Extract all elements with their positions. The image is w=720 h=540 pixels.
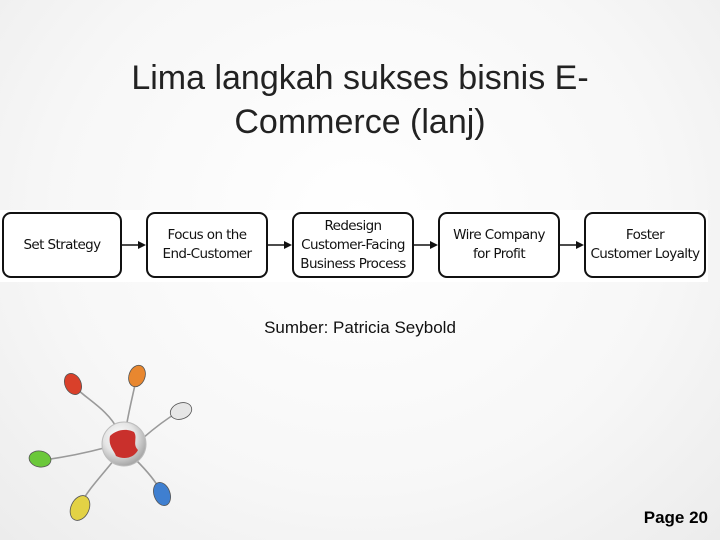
arrow-right-icon	[560, 241, 584, 249]
step-label: Wire Company	[453, 227, 545, 243]
step-label: Focus on the	[167, 227, 248, 243]
step-label: Set Strategy	[23, 236, 101, 253]
slide-title-line-1: Lima langkah sukses bisnis E-	[131, 59, 589, 97]
step-label: Customer Loyalty	[590, 246, 700, 262]
source-caption: Sumber: Patricia Seybold	[264, 318, 456, 337]
arrow-right-icon	[414, 241, 438, 249]
step-wire-company-for-profit: Wire Company for Profit	[438, 212, 560, 278]
slide-title: Lima langkah sukses bisnis E- Commerce (…	[60, 56, 660, 144]
step-label: for Profit	[472, 246, 526, 262]
step-label: End-Customer	[162, 246, 253, 262]
arrow-right-icon	[268, 241, 292, 249]
step-focus-end-customer: Focus on the End-Customer	[146, 212, 268, 278]
step-redesign-business-process: Redesign Customer-Facing Business Proces…	[292, 212, 414, 278]
globe-with-computer-mice-icon	[28, 364, 193, 521]
step-label: Customer-Facing	[301, 236, 405, 253]
page-number: Page 20	[643, 508, 708, 527]
slide-title-line-2: Commerce (lanj)	[234, 103, 486, 141]
process-flow-diagram: Set Strategy Focus on the End-Customer R…	[0, 210, 708, 282]
step-label: Foster	[625, 227, 665, 243]
step-label: Business Process	[300, 255, 406, 272]
step-foster-customer-loyalty: Foster Customer Loyalty	[584, 212, 706, 278]
step-label: Redesign	[324, 217, 382, 234]
arrow-right-icon	[122, 241, 146, 249]
step-set-strategy: Set Strategy	[2, 212, 122, 278]
